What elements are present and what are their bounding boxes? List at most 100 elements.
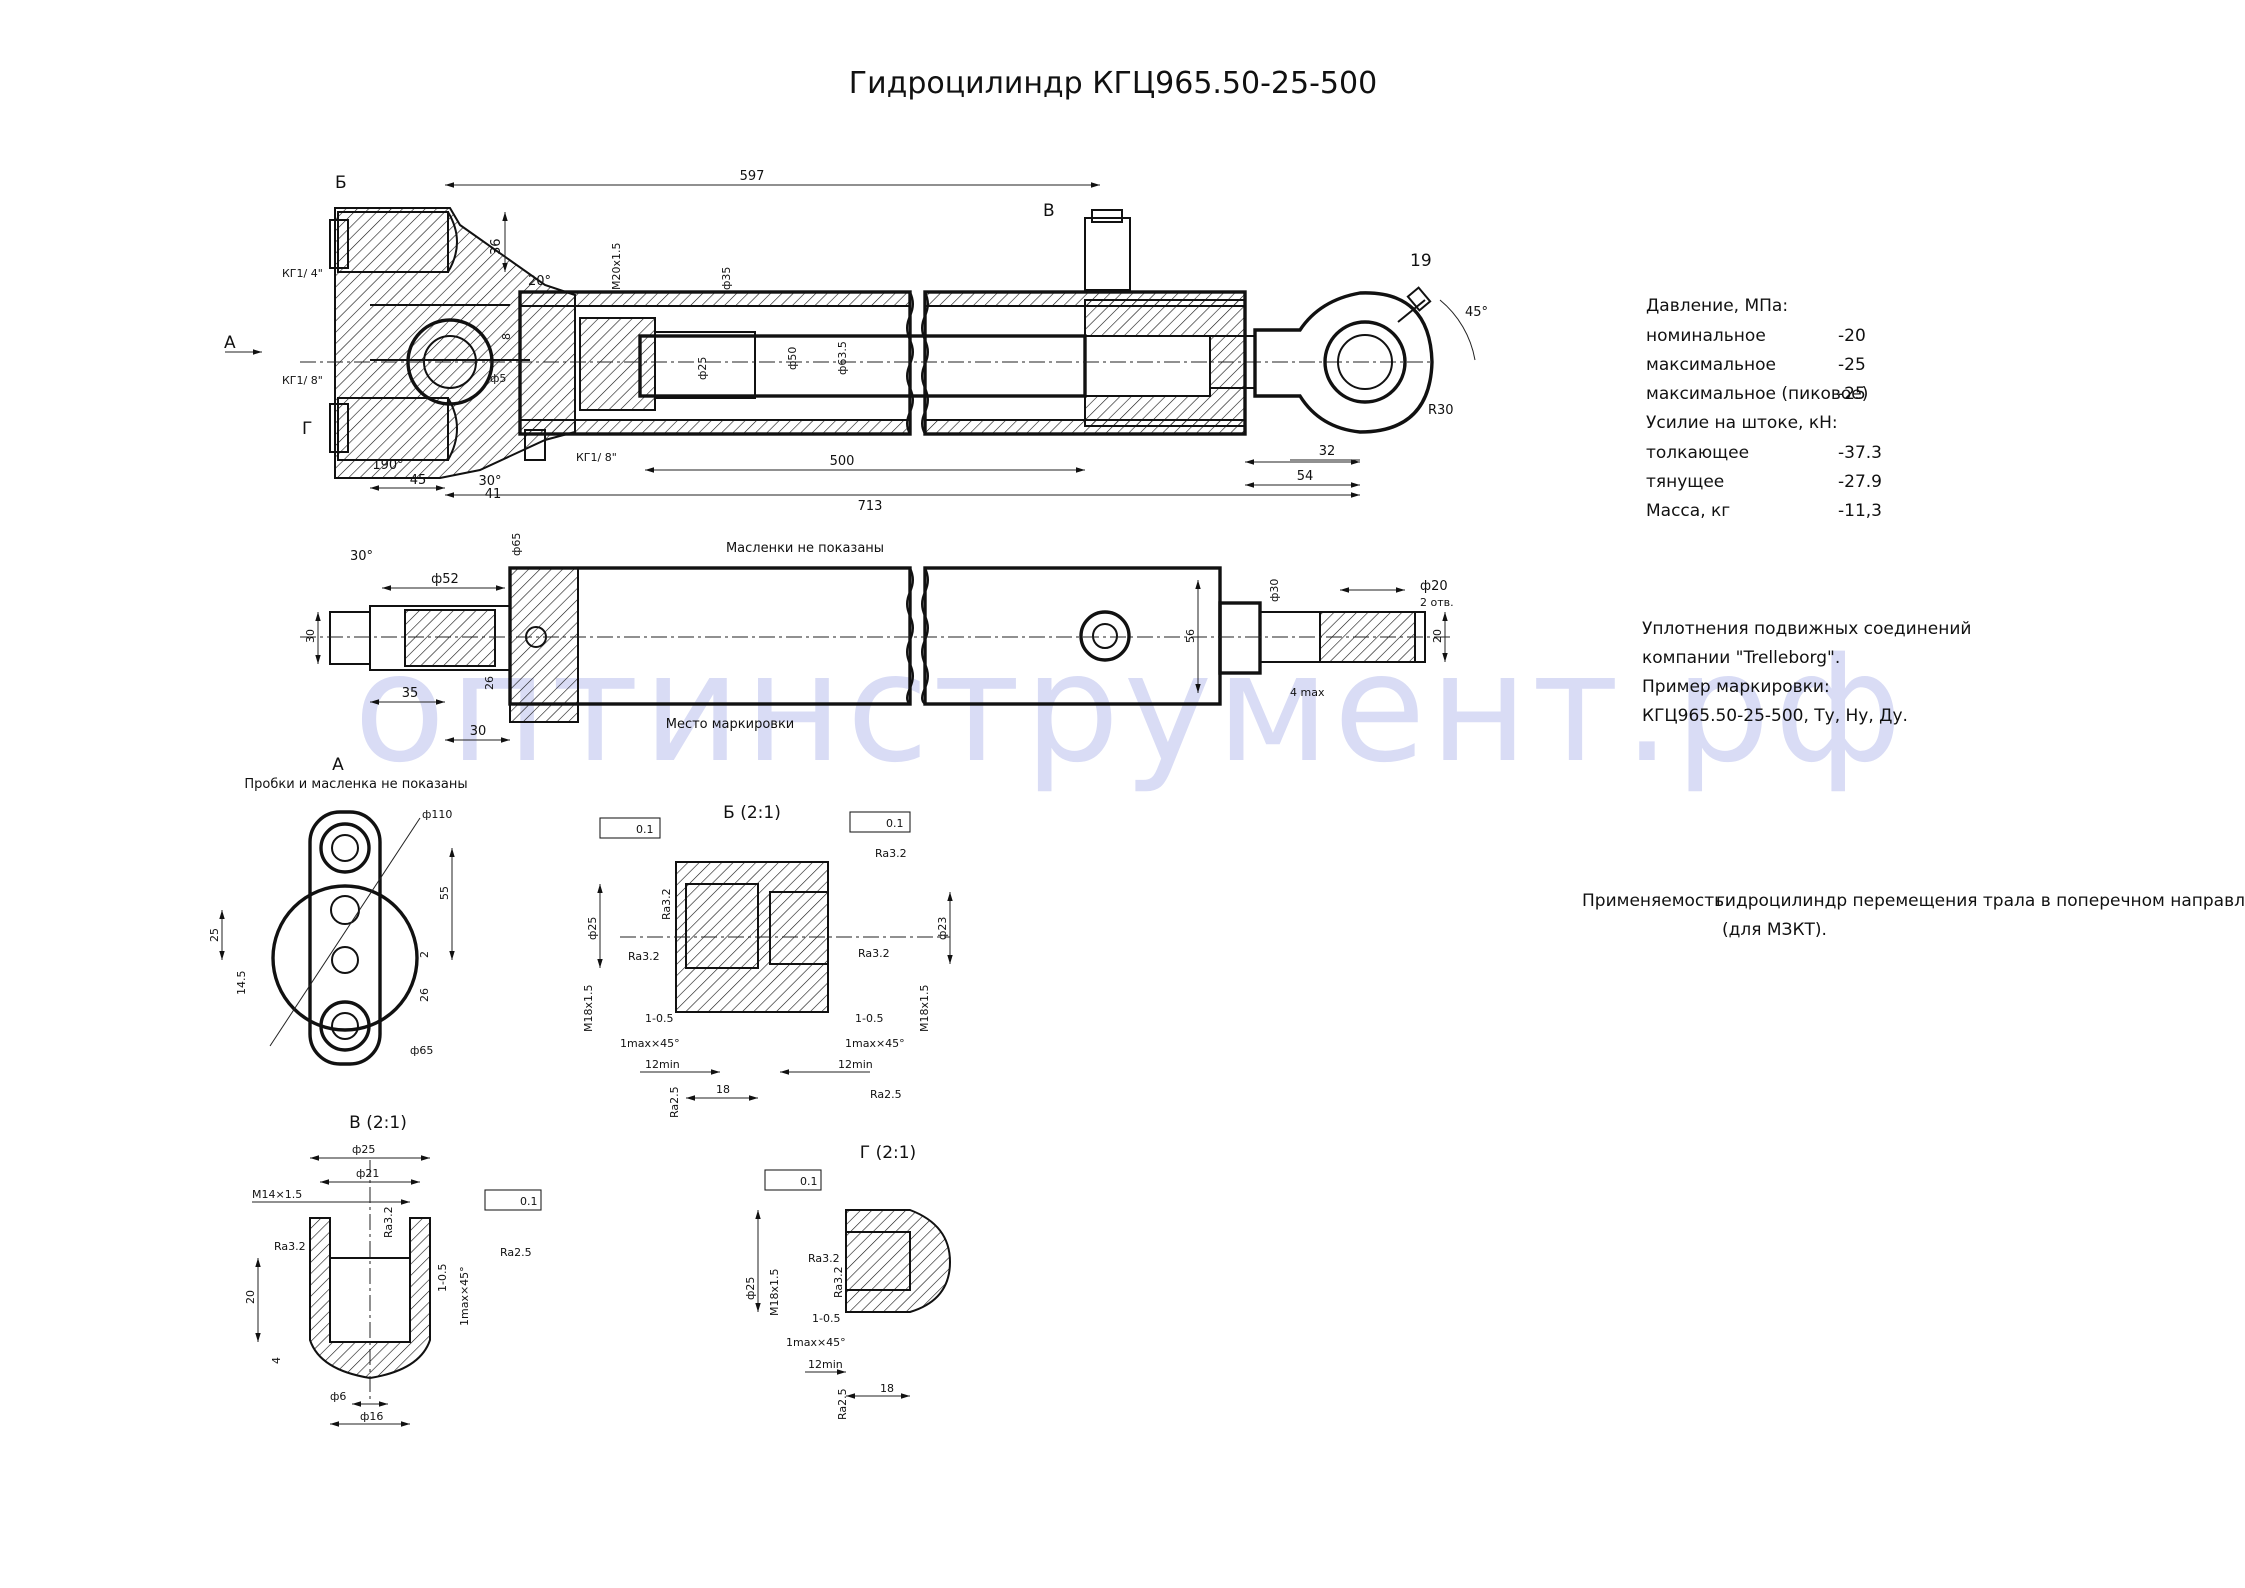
dim-d25: ф25	[696, 357, 709, 380]
dim-30deg: 30°	[478, 474, 501, 489]
view-b-ra32c: Ra3.2	[628, 950, 660, 963]
spec-label-7: Масса, кг	[1646, 501, 1730, 521]
view-a-d55: 55	[438, 886, 451, 900]
view-a-d145: 14.5	[235, 971, 248, 996]
view-v-d25: ф25	[352, 1143, 375, 1156]
main-section-view: 597 713 500 45 41 30° 190° 32 54 36 M20х…	[224, 169, 1488, 514]
view-g-title: Г (2:1)	[860, 1143, 916, 1163]
view-b-d25: ф25	[586, 917, 599, 940]
view-a-d65: ф65	[410, 1044, 433, 1057]
view-a-d2: 2	[418, 951, 431, 958]
label-v: В	[1043, 201, 1055, 221]
dim-top-d30: ф30	[1268, 579, 1281, 602]
applicability-note: Применяемость: гидроцилиндр перемещения …	[1582, 891, 2245, 940]
top-view: Масленки не показаны Место маркировки 30…	[300, 533, 1454, 743]
dim-d35: ф35	[720, 267, 733, 290]
view-a-d25: 25	[208, 928, 221, 942]
dim-190deg: 190°	[372, 458, 403, 473]
view-g-d25: ф25	[744, 1277, 757, 1300]
view-b-ra32b: Ra3.2	[858, 947, 890, 960]
dim-36: 36	[489, 238, 504, 255]
spec-label-6: тянущее	[1646, 472, 1724, 492]
view-v-d21: ф21	[356, 1167, 379, 1180]
view-g-ch: 1max×45°	[786, 1336, 846, 1349]
view-a-note: Пробки и масленка не показаны	[244, 777, 467, 792]
dim-top-56: 56	[1184, 629, 1197, 643]
watermark: оптинструмент.рф	[354, 622, 1907, 796]
view-b-m18b: M18х1.5	[918, 985, 931, 1033]
dim-top-30a: 30	[304, 629, 317, 643]
seals-line-0: Уплотнения подвижных соединений	[1642, 619, 1971, 639]
spec-label-2: максимальное	[1646, 355, 1776, 375]
view-g-ra32a: Ra3.2	[808, 1252, 840, 1265]
view-b-m18a: M18х1.5	[582, 985, 595, 1033]
view-v: В (2:1) ф25 ф21 M14×1.5 0.1 Ra3.2 Ra3.2 …	[244, 1113, 542, 1427]
dim-top-26: 26	[483, 676, 496, 690]
specs-block: Давление, МПа: номинальное -20 максималь…	[1646, 296, 1882, 521]
view-b-ra25b: Ra2.5	[870, 1088, 902, 1101]
dim-32: 32	[1319, 444, 1336, 459]
view-b-s105b: 1-0.5	[855, 1012, 883, 1025]
view-a-d26: 26	[418, 988, 431, 1002]
label-kg18a: КГ1/ 8"	[282, 374, 323, 387]
view-v-m14: M14×1.5	[252, 1188, 302, 1201]
applicability-line1: гидроцилиндр перемещения трала в попереч…	[1716, 891, 2245, 911]
view-g-s105: 1-0.5	[812, 1312, 840, 1325]
view-b-d18: 18	[716, 1083, 730, 1096]
view-v-ra25: Ra2.5	[500, 1246, 532, 1259]
view-g-min12: 12min	[808, 1358, 843, 1371]
view-v-ra32a: Ra3.2	[274, 1240, 306, 1253]
view-g: Г (2:1) 0.1 ф25 M18х1.5 Ra3.2 Ra3.2 1-0.…	[744, 1143, 952, 1420]
dim-d635: ф63.5	[836, 341, 849, 375]
view-g-ra25: Ra2.5	[836, 1388, 849, 1420]
spec-label-0: Давление, МПа:	[1646, 296, 1788, 316]
dim-d50: ф50	[786, 347, 799, 370]
seals-line-2: Пример маркировки:	[1642, 677, 1830, 697]
dim-top-d65: ф65	[510, 533, 523, 556]
spec-value-7: -11,3	[1838, 501, 1882, 521]
view-b-min12a: 12min	[645, 1058, 680, 1071]
spec-value-5: -37.3	[1838, 443, 1882, 463]
view-b-ch1: 1max×45°	[620, 1037, 680, 1050]
view-g-ra32b: Ra3.2	[832, 1266, 845, 1298]
view-a-d110: ф110	[422, 808, 452, 821]
dim-8: 8	[500, 333, 513, 340]
dim-d5: ф5	[490, 372, 506, 385]
dim-41: 41	[485, 487, 502, 502]
spec-value-3: -25	[1838, 384, 1866, 404]
view-b: Б (2:1) 0.1 0.1 Ra3.2 Ra3.2 Ra3.2 Ra3.2 …	[582, 803, 953, 1118]
label-a: А	[224, 333, 236, 353]
dim-top-holes: 2 отв.	[1420, 596, 1454, 609]
spec-label-5: толкающее	[1646, 443, 1749, 463]
dim-top-30deg: 30°	[350, 549, 373, 564]
dim-top-20b: 20	[1431, 629, 1444, 643]
dim-45deg: 45°	[1465, 305, 1488, 320]
view-b-tol2: 0.1	[886, 817, 904, 830]
view-v-d20: 20	[244, 1290, 257, 1304]
view-b-min12b: 12min	[838, 1058, 873, 1071]
view-v-d4: 4	[270, 1357, 283, 1364]
view-g-d18: 18	[880, 1382, 894, 1395]
label-kg14: КГ1/ 4"	[282, 267, 323, 280]
label-kg18b: КГ1/ 8"	[576, 451, 617, 464]
view-b-ra32a: Ra3.2	[875, 847, 907, 860]
dim-top-30b: 30	[470, 724, 487, 739]
spec-value-1: -20	[1838, 326, 1866, 346]
view-v-d6: ф6	[330, 1390, 346, 1403]
view-b-ch2: 1max×45°	[845, 1037, 905, 1050]
view-a: А Пробки и масленка не показаны ф110 ф65…	[208, 755, 468, 1066]
dim-20deg: 20°	[528, 274, 551, 289]
spec-value-6: -27.9	[1838, 472, 1882, 492]
view-b-s105a: 1-0.5	[645, 1012, 673, 1025]
applicability-label: Применяемость:	[1582, 891, 1730, 911]
spec-label-1: номинальное	[1646, 326, 1766, 346]
label-b: Б	[335, 173, 347, 193]
dim-top-4max: 4 max	[1290, 686, 1325, 699]
view-v-tol: 0.1	[520, 1195, 538, 1208]
view-b-ra25a: Ra2.5	[668, 1086, 681, 1118]
view-b-tol1: 0.1	[636, 823, 654, 836]
view-g-tol: 0.1	[800, 1175, 818, 1188]
spec-value-2: -25	[1838, 355, 1866, 375]
seals-note: Уплотнения подвижных соединений компании…	[1642, 619, 1971, 726]
